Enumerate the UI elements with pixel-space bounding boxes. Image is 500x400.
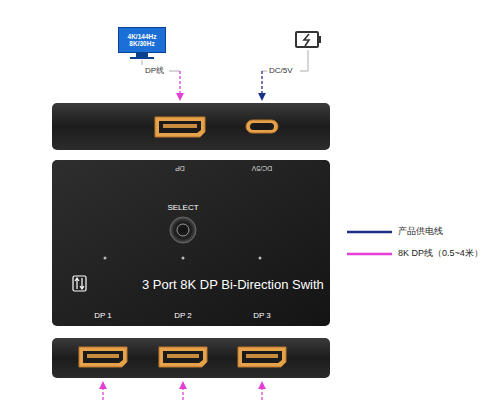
dp-cable-arrow [179, 71, 180, 97]
legend-text: 产品供电线 [398, 226, 443, 236]
dp-cable-arrow [102, 385, 103, 400]
button-label: SELECT [167, 203, 198, 212]
usb-c-port [246, 120, 278, 133]
switch-body [52, 160, 330, 326]
port-label: DP [175, 164, 185, 172]
dp-cable-arrow [182, 385, 183, 400]
bottom-side-panel [52, 338, 330, 378]
port-label: DP 2 [174, 311, 192, 320]
dp-port [155, 117, 205, 137]
led-dot [104, 257, 107, 260]
switch-body-box: 3 Port 8K DP Bi-Direction Swith [52, 160, 330, 326]
logo-icon [73, 276, 86, 291]
product-title: 3 Port 8K DP Bi-Direction Swith [142, 277, 324, 293]
top-side-panel [52, 103, 330, 150]
leader-line [142, 60, 143, 65]
leader-line [308, 50, 309, 71]
cable-label: DP线 [145, 66, 164, 75]
dp-port [238, 347, 286, 367]
select-button [170, 217, 196, 243]
port-label: DP 1 [94, 311, 112, 320]
led-dot [182, 257, 185, 260]
dp-port [79, 347, 127, 367]
dp-cable-arrow [261, 385, 262, 400]
monitor-screen: 4K/144Hz 8K/30Hz [118, 27, 166, 53]
port-label: DP 3 [253, 311, 271, 320]
legend-line-sample [347, 253, 392, 256]
power-icon [296, 32, 321, 47]
led-dot [259, 257, 262, 260]
select-button [177, 224, 189, 236]
resolution-text: 4K/144Hz 8K/30Hz [125, 33, 159, 47]
port-label: DC/5V [252, 164, 273, 172]
leader-line [262, 71, 267, 72]
leader-line [300, 71, 308, 72]
leader-line [169, 71, 180, 72]
power-label: DC/5V [269, 66, 293, 75]
power-cable-arrow [261, 71, 262, 97]
monitor-stand [130, 53, 154, 59]
dp-port [159, 347, 207, 367]
legend-line-sample [347, 231, 392, 234]
legend-text: 8K DP线（0.5~4米） [398, 248, 483, 258]
